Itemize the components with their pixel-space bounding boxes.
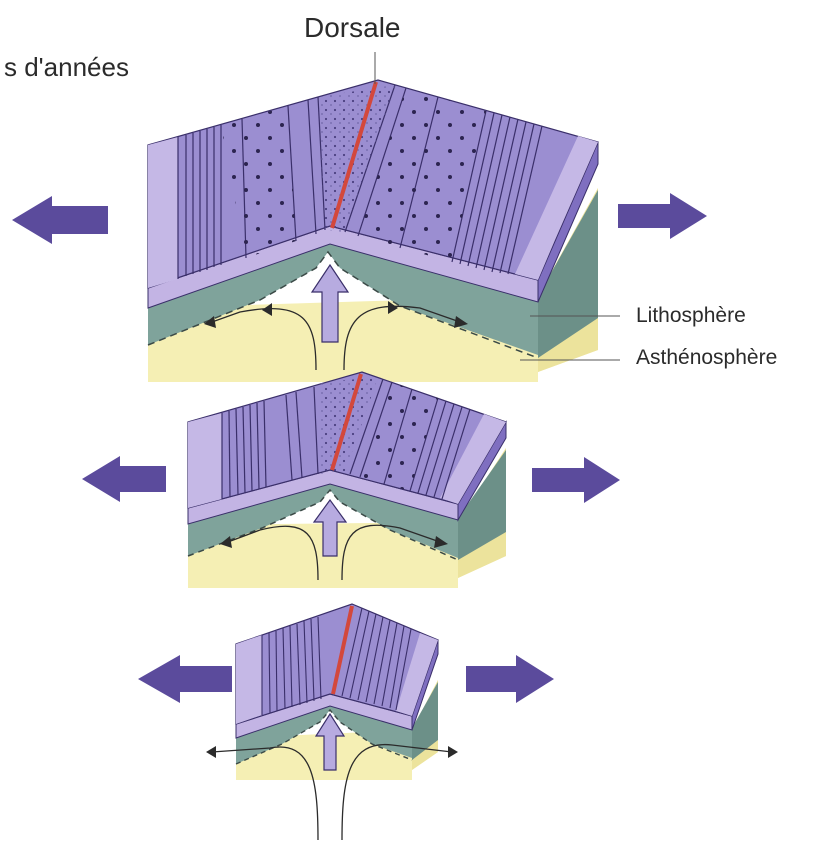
block-stage-3 <box>206 604 458 840</box>
arrow-icon <box>12 196 108 244</box>
block-stage-2 <box>188 372 506 588</box>
arrow-icon <box>466 655 554 703</box>
caption-fragment: s d'années <box>4 52 129 83</box>
arrow-icon <box>138 655 232 703</box>
arrow-icon <box>618 193 707 239</box>
ridge-label: Dorsale <box>304 12 400 44</box>
arrow-icon <box>82 456 166 502</box>
arrow-icon <box>532 457 620 503</box>
asthenosphere-label: Asthénosphère <box>636 346 777 370</box>
lithosphere-label: Lithosphère <box>636 304 746 328</box>
block-stage-1 <box>148 80 598 382</box>
